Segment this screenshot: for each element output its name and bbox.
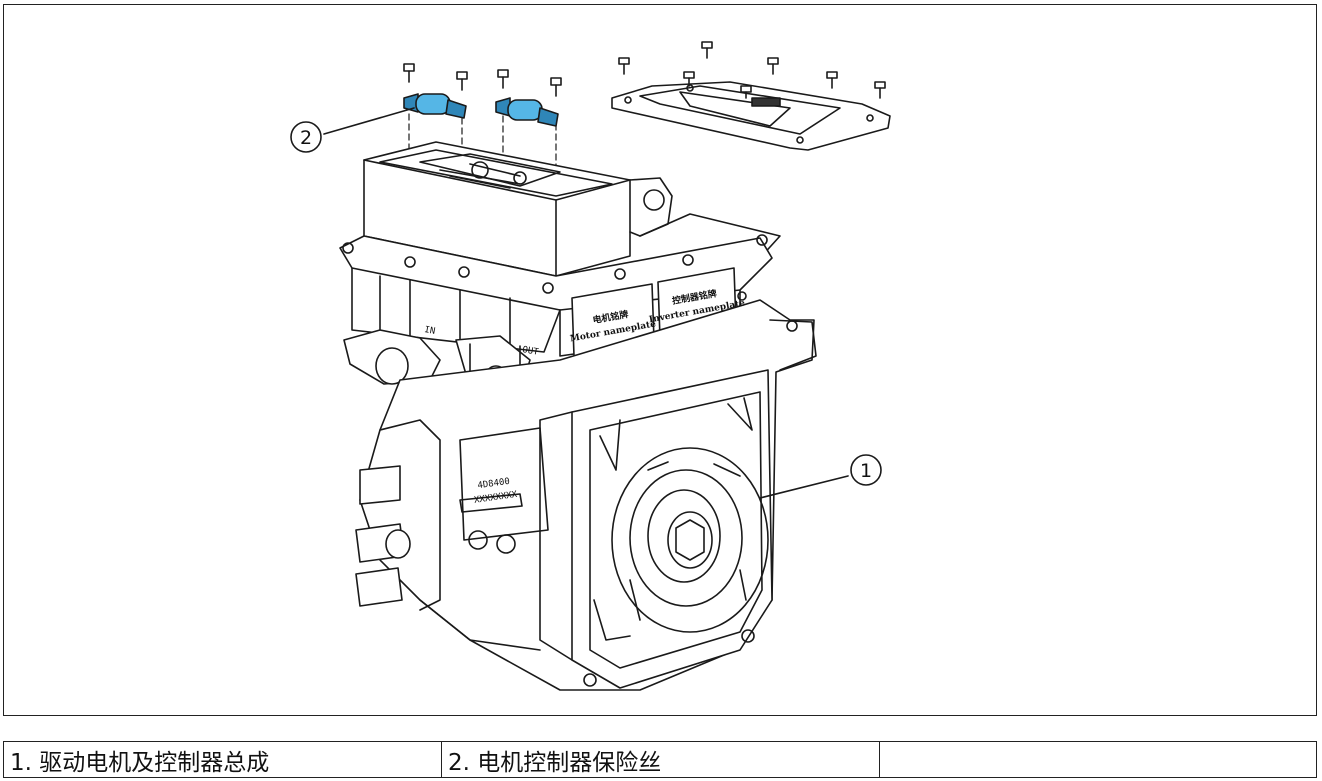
controller-housing [363, 141, 781, 277]
callout-1-leader [759, 475, 849, 499]
controller-cover-plate [611, 81, 891, 151]
assembly-lines [408, 113, 557, 193]
fuse-screws [403, 63, 562, 97]
legend-item-1: 1. 驱动电机及控制器总成 [3, 741, 442, 778]
fuse-left [403, 93, 467, 119]
fuse-right [495, 97, 559, 127]
motor-model-mark: 4D8400 [477, 477, 511, 491]
callout-2-number: 2 [300, 127, 312, 149]
callout-2-circle [290, 121, 322, 153]
callout-1-number: 1 [860, 460, 872, 482]
legend-row: 1. 驱动电机及控制器总成 2. 电机控制器保险丝 [3, 741, 1317, 778]
motor-body [355, 299, 817, 691]
legend-item-3 [879, 741, 1317, 778]
port-in-mark: IN [423, 325, 435, 337]
port-out-mark: OUT [521, 345, 539, 358]
legend-item-2: 2. 电机控制器保险丝 [441, 741, 880, 778]
callout-2-leader [323, 107, 415, 135]
legend-table: 1. 驱动电机及控制器总成 2. 电机控制器保险丝 [3, 741, 1317, 778]
exploded-view-diagram: 1 2 电机铭牌 Motor nameplate 控制器铭牌 Inverter … [290, 41, 891, 691]
cover-screws [618, 41, 886, 99]
callout-1-circle [850, 454, 882, 486]
